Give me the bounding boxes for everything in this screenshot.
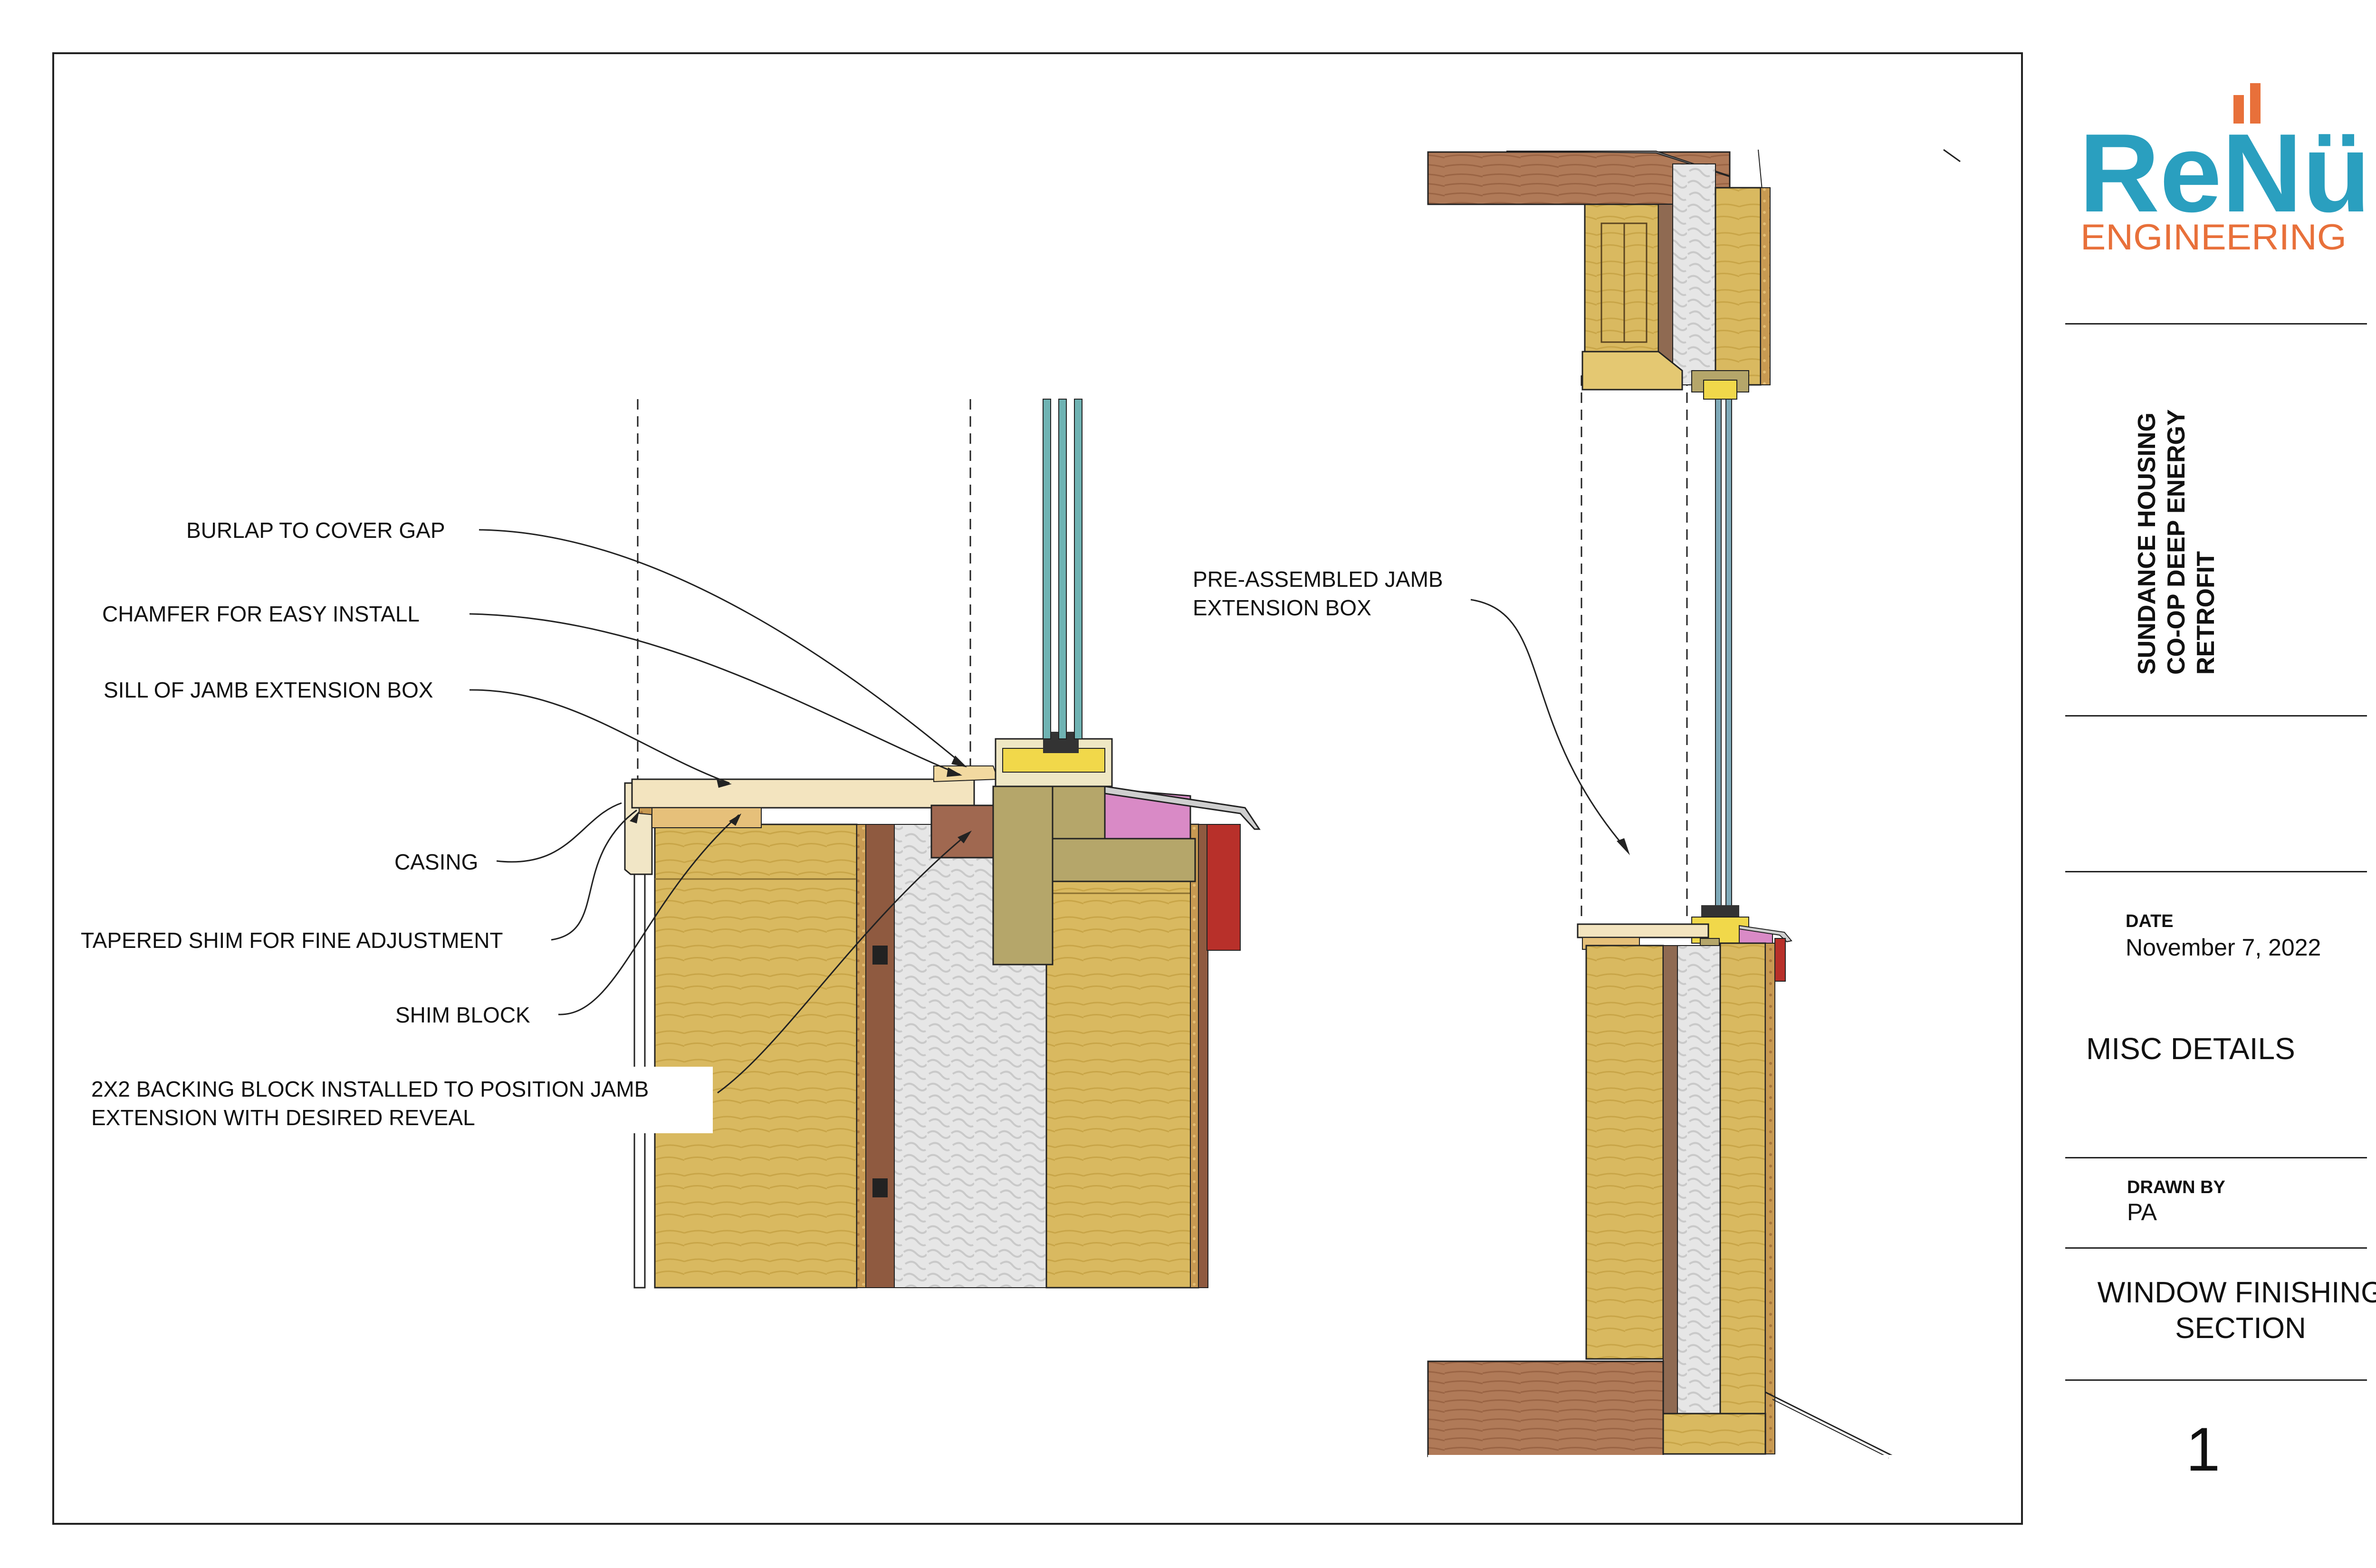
logo-subtitle: ENGINEERING	[2080, 217, 2347, 258]
head-stud	[1715, 187, 1762, 386]
brown-strap	[865, 824, 895, 1288]
leader-arrowheads	[630, 755, 972, 843]
callout-chamfer: CHAMFER FOR EASY INSTALL	[102, 602, 420, 626]
project-title: SUNDANCE HOUSING CO-OP DEEP ENERGY RETRO…	[2133, 409, 2220, 675]
brown-board	[1198, 824, 1208, 1288]
sill-jamb-extension	[1577, 923, 1709, 938]
callouts-left: BURLAP TO COVER GAP CHAMFER FOR EASY INS…	[81, 518, 713, 1133]
title-block-rule	[2065, 1379, 2367, 1381]
callout-shim-block: SHIM BLOCK	[395, 1003, 530, 1027]
leader-lines	[469, 529, 970, 1094]
existing-stud	[654, 823, 858, 1289]
title-block-rule	[2065, 715, 2367, 717]
callout-burlap: BURLAP TO COVER GAP	[186, 518, 445, 543]
sill-flashing	[1104, 785, 1261, 830]
callout-backing-line1: 2X2 BACKING BLOCK INSTALLED TO POSITION …	[91, 1077, 649, 1101]
jamb-sill-board	[631, 778, 975, 809]
detail-title-line-2: SECTION	[2175, 1312, 2306, 1345]
callout-backing-line2: EXTENSION WITH DESIRED REVEAL	[91, 1105, 475, 1130]
window-sill-block	[992, 785, 1054, 966]
drawing-border	[52, 52, 2023, 1525]
project-line-1: SUNDANCE HOUSING	[2133, 412, 2161, 675]
head-insulation	[1672, 163, 1716, 385]
window-section-detail	[1427, 149, 1961, 1458]
logo: ReNü ENGINEERING	[2079, 83, 2371, 258]
red-flashing-right	[1774, 938, 1786, 982]
glazing	[1043, 399, 1083, 739]
interior-finish	[633, 802, 646, 1289]
callout-casing: CASING	[394, 850, 478, 874]
title-block-rule	[2065, 871, 2367, 872]
leader-line	[1470, 599, 1629, 851]
lower-stud	[1585, 945, 1664, 1360]
callout-preassembled-line2: EXTENSION BOX	[1193, 595, 1371, 620]
callout-preassembled-line1: PRE-ASSEMBLED JAMB	[1193, 567, 1443, 592]
head-slope-lines	[1943, 149, 1961, 163]
sill-detail	[624, 399, 1261, 1289]
title-block-rule	[2065, 1157, 2367, 1158]
drawn-by-label: DRAWN BY	[2127, 1177, 2225, 1197]
lower-new-stud	[1719, 942, 1766, 1455]
backing-block	[930, 804, 994, 859]
sill-board-lower	[1052, 838, 1196, 882]
glazing-tall	[1715, 399, 1722, 908]
title-block-rule	[2065, 323, 2367, 325]
new-stud	[1045, 823, 1199, 1289]
logo-wordmark: ReNü	[2079, 110, 2371, 235]
callouts-right: PRE-ASSEMBLED JAMB EXTENSION BOX	[1193, 567, 1630, 855]
detail-title-line-1: WINDOW FINISHING	[2097, 1276, 2376, 1309]
date-value: November 7, 2022	[2126, 934, 2321, 961]
sill-board	[1052, 785, 1106, 840]
project-line-3: RETROFIT	[2192, 551, 2220, 675]
callout-tapered-shim: TAPERED SHIM FOR FINE ADJUSTMENT	[81, 928, 503, 953]
shim-block	[651, 807, 762, 828]
floor-framing	[1427, 1360, 1664, 1457]
date-label: DATE	[2126, 911, 2174, 931]
logo-building-bar	[2233, 95, 2244, 124]
head-header	[1584, 203, 1659, 353]
sheet-title: MISC DETAILS	[2086, 1032, 2295, 1066]
detail-number: 1	[2186, 1415, 2221, 1484]
title-block-rule	[2065, 1247, 2367, 1249]
callout-sill: SILL OF JAMB EXTENSION BOX	[104, 678, 433, 702]
drawn-by-value: PA	[2127, 1199, 2157, 1225]
lower-insulation	[1677, 945, 1721, 1454]
logo-building-bar	[2250, 83, 2261, 124]
red-flashing	[1207, 824, 1241, 951]
project-line-2: CO-OP DEEP ENERGY	[2163, 409, 2190, 675]
